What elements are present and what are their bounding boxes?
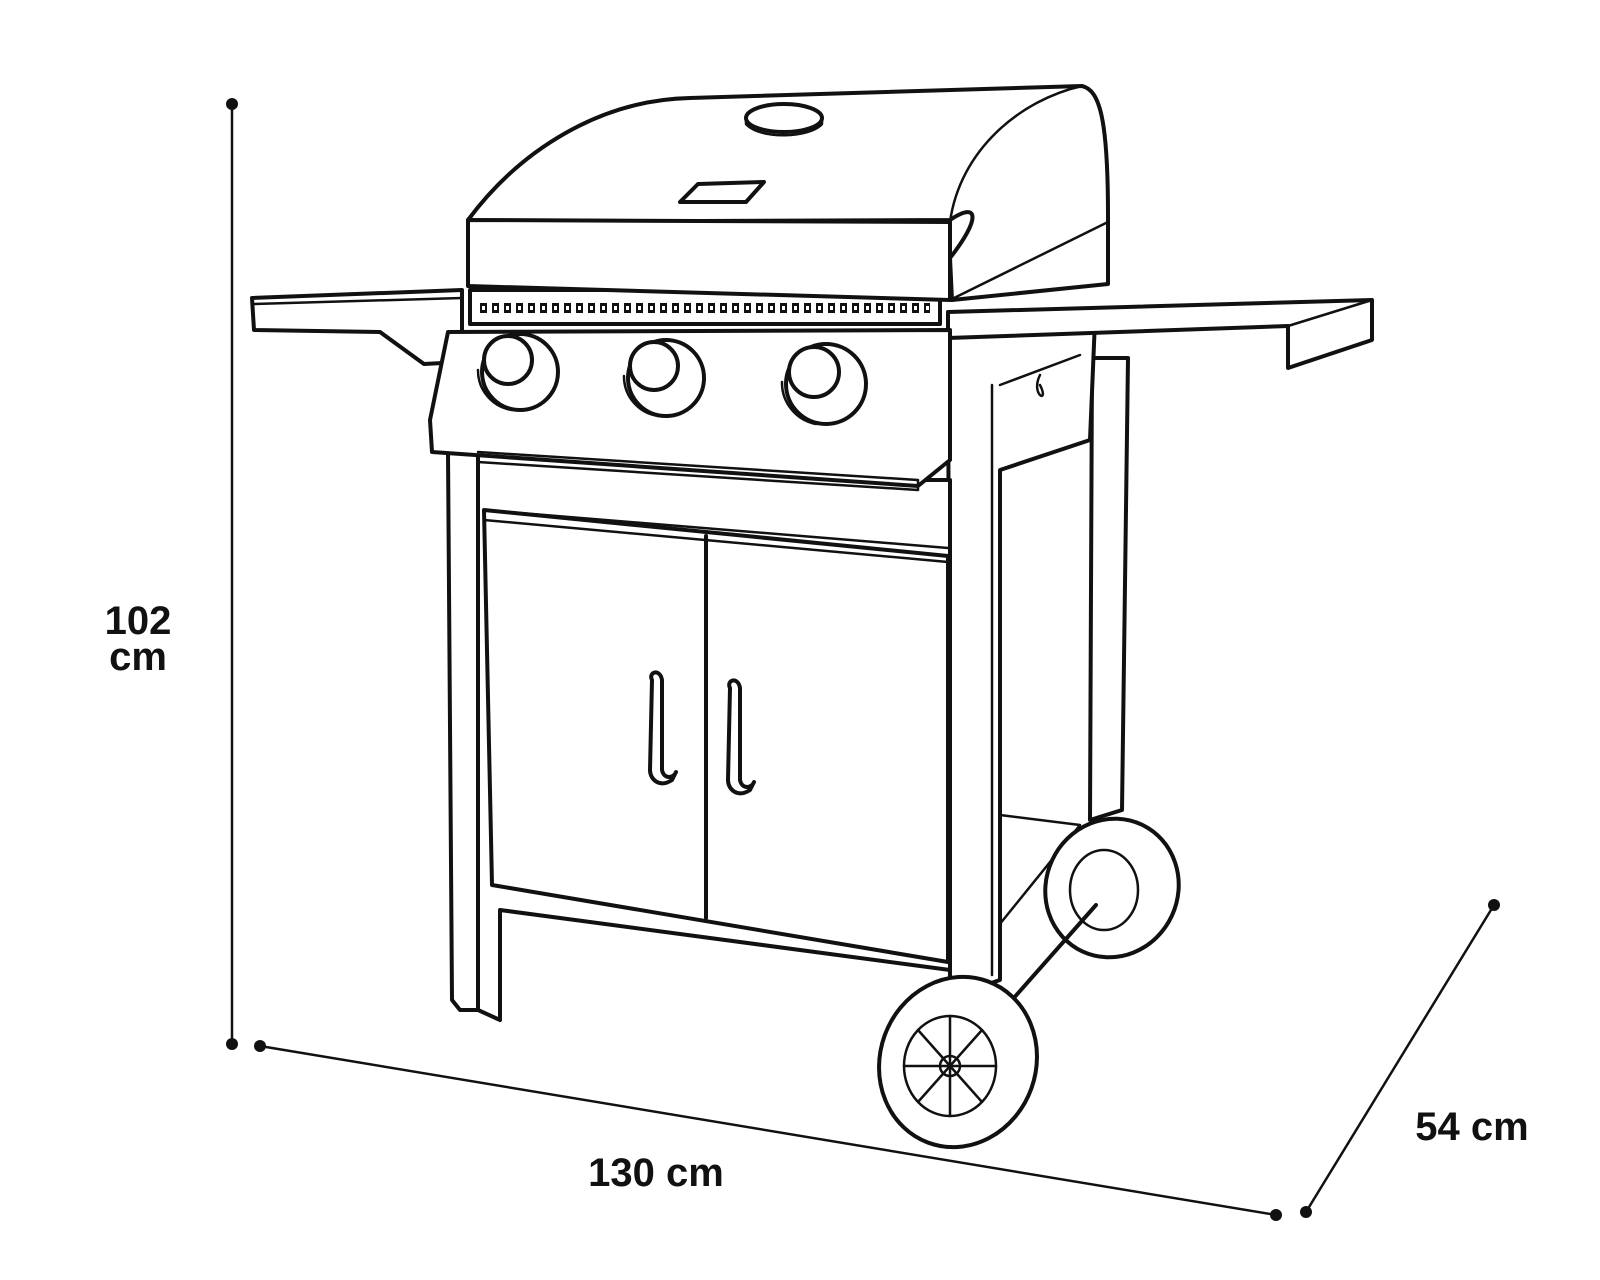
height-dimension: 102 cm <box>105 98 238 1050</box>
control-knob-2 <box>622 338 706 418</box>
rear-wheel <box>1043 816 1181 960</box>
front-wheel <box>877 974 1039 1150</box>
height-unit: cm <box>109 635 167 679</box>
width-label: 130 cm <box>588 1151 724 1195</box>
control-knob-1 <box>476 332 560 412</box>
height-value: 102 <box>105 599 172 643</box>
depth-label: 54 cm <box>1415 1105 1528 1149</box>
door-handle-left <box>648 670 678 786</box>
lid-vent <box>744 102 824 134</box>
control-knob-3 <box>780 342 868 426</box>
depth-dimension: 54 cm <box>1300 899 1529 1218</box>
width-dimension: 130 cm <box>254 1040 1282 1221</box>
grill-illustration <box>250 84 1374 1150</box>
door-handle-right <box>726 678 756 796</box>
thermometer <box>678 180 766 204</box>
